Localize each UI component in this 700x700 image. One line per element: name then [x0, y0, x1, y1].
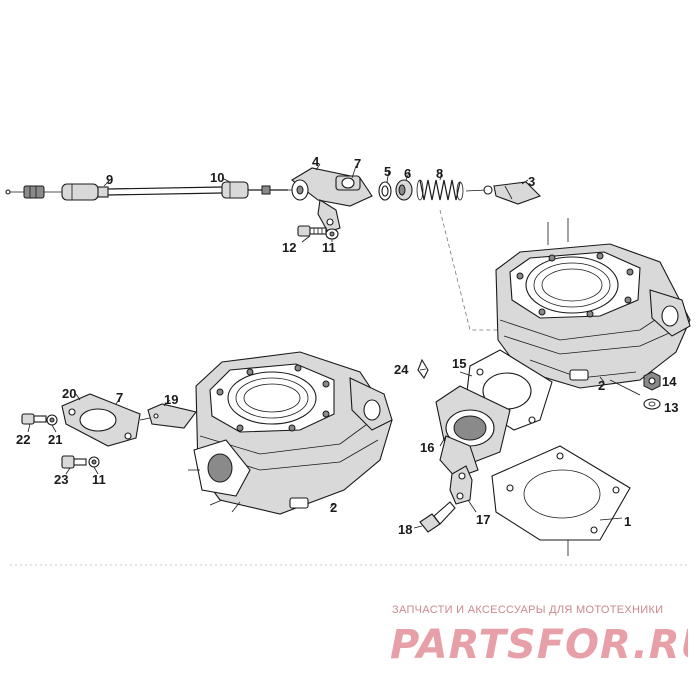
- label-5: 5: [384, 164, 391, 179]
- cable-bracket: [291, 167, 373, 233]
- bolt-22: [21, 413, 47, 425]
- label-13: 13: [664, 400, 678, 415]
- label-18: 18: [398, 522, 412, 537]
- svg-text:PARTSFOR.RU: PARTSFOR.RU: [390, 622, 688, 668]
- bolt-23: [61, 455, 87, 469]
- o-ring-5: [378, 181, 392, 201]
- spring-8: [416, 179, 464, 201]
- throttle-cable-assembly: [5, 181, 300, 201]
- bolt-18: [419, 501, 456, 533]
- part-number-labels: 9 10 4 7 5 6 8 3 12 11 24 15 14 2 13 16 …: [16, 154, 678, 537]
- label-10: 10: [210, 170, 224, 185]
- label-7-top: 7: [354, 156, 361, 171]
- plate-19: [147, 403, 197, 429]
- label-19: 19: [164, 392, 178, 407]
- label-14: 14: [662, 374, 677, 389]
- label-8: 8: [436, 166, 443, 181]
- label-23: 23: [54, 472, 68, 487]
- bushing-6: [395, 179, 413, 201]
- washer-13: [643, 398, 661, 410]
- cylinder-right: [495, 218, 691, 389]
- label-16: 16: [420, 440, 434, 455]
- cover-plate-20: [61, 393, 151, 447]
- pin-24: [417, 358, 429, 380]
- base-gasket-1: [491, 445, 631, 556]
- label-3: 3: [528, 174, 535, 189]
- label-11-top: 11: [322, 240, 336, 255]
- label-2-left: 2: [330, 500, 337, 515]
- washer-bottom: [88, 456, 100, 468]
- label-17: 17: [476, 512, 490, 527]
- washer-21: [46, 414, 58, 426]
- throttle-slide-3: [465, 181, 541, 205]
- label-2-right: 2: [598, 378, 605, 393]
- label-20: 20: [62, 386, 76, 401]
- intake-manifold-16: [435, 385, 511, 479]
- bolt-12: [297, 225, 327, 237]
- label-11-left: 11: [92, 472, 106, 487]
- label-12: 12: [282, 240, 296, 255]
- label-21: 21: [48, 432, 62, 447]
- label-22: 22: [16, 432, 30, 447]
- cylinder-left: [188, 351, 393, 515]
- label-24: 24: [394, 362, 409, 377]
- bracket-17: [449, 465, 473, 505]
- label-6: 6: [404, 166, 411, 181]
- washer-top: [325, 228, 339, 240]
- watermark-logo: PARTSFOR.RU: [390, 622, 688, 668]
- label-7-left: 7: [116, 390, 123, 405]
- leader-lines: [27, 163, 623, 529]
- label-15: 15: [452, 356, 466, 371]
- nut-14: [643, 371, 661, 391]
- watermark-caption: ЗАПЧАСТИ И АКСЕССУАРЫ ДЛЯ МОТОТЕХНИКИ: [392, 604, 664, 616]
- label-1: 1: [624, 514, 631, 529]
- label-4: 4: [312, 154, 320, 169]
- label-9: 9: [106, 172, 113, 187]
